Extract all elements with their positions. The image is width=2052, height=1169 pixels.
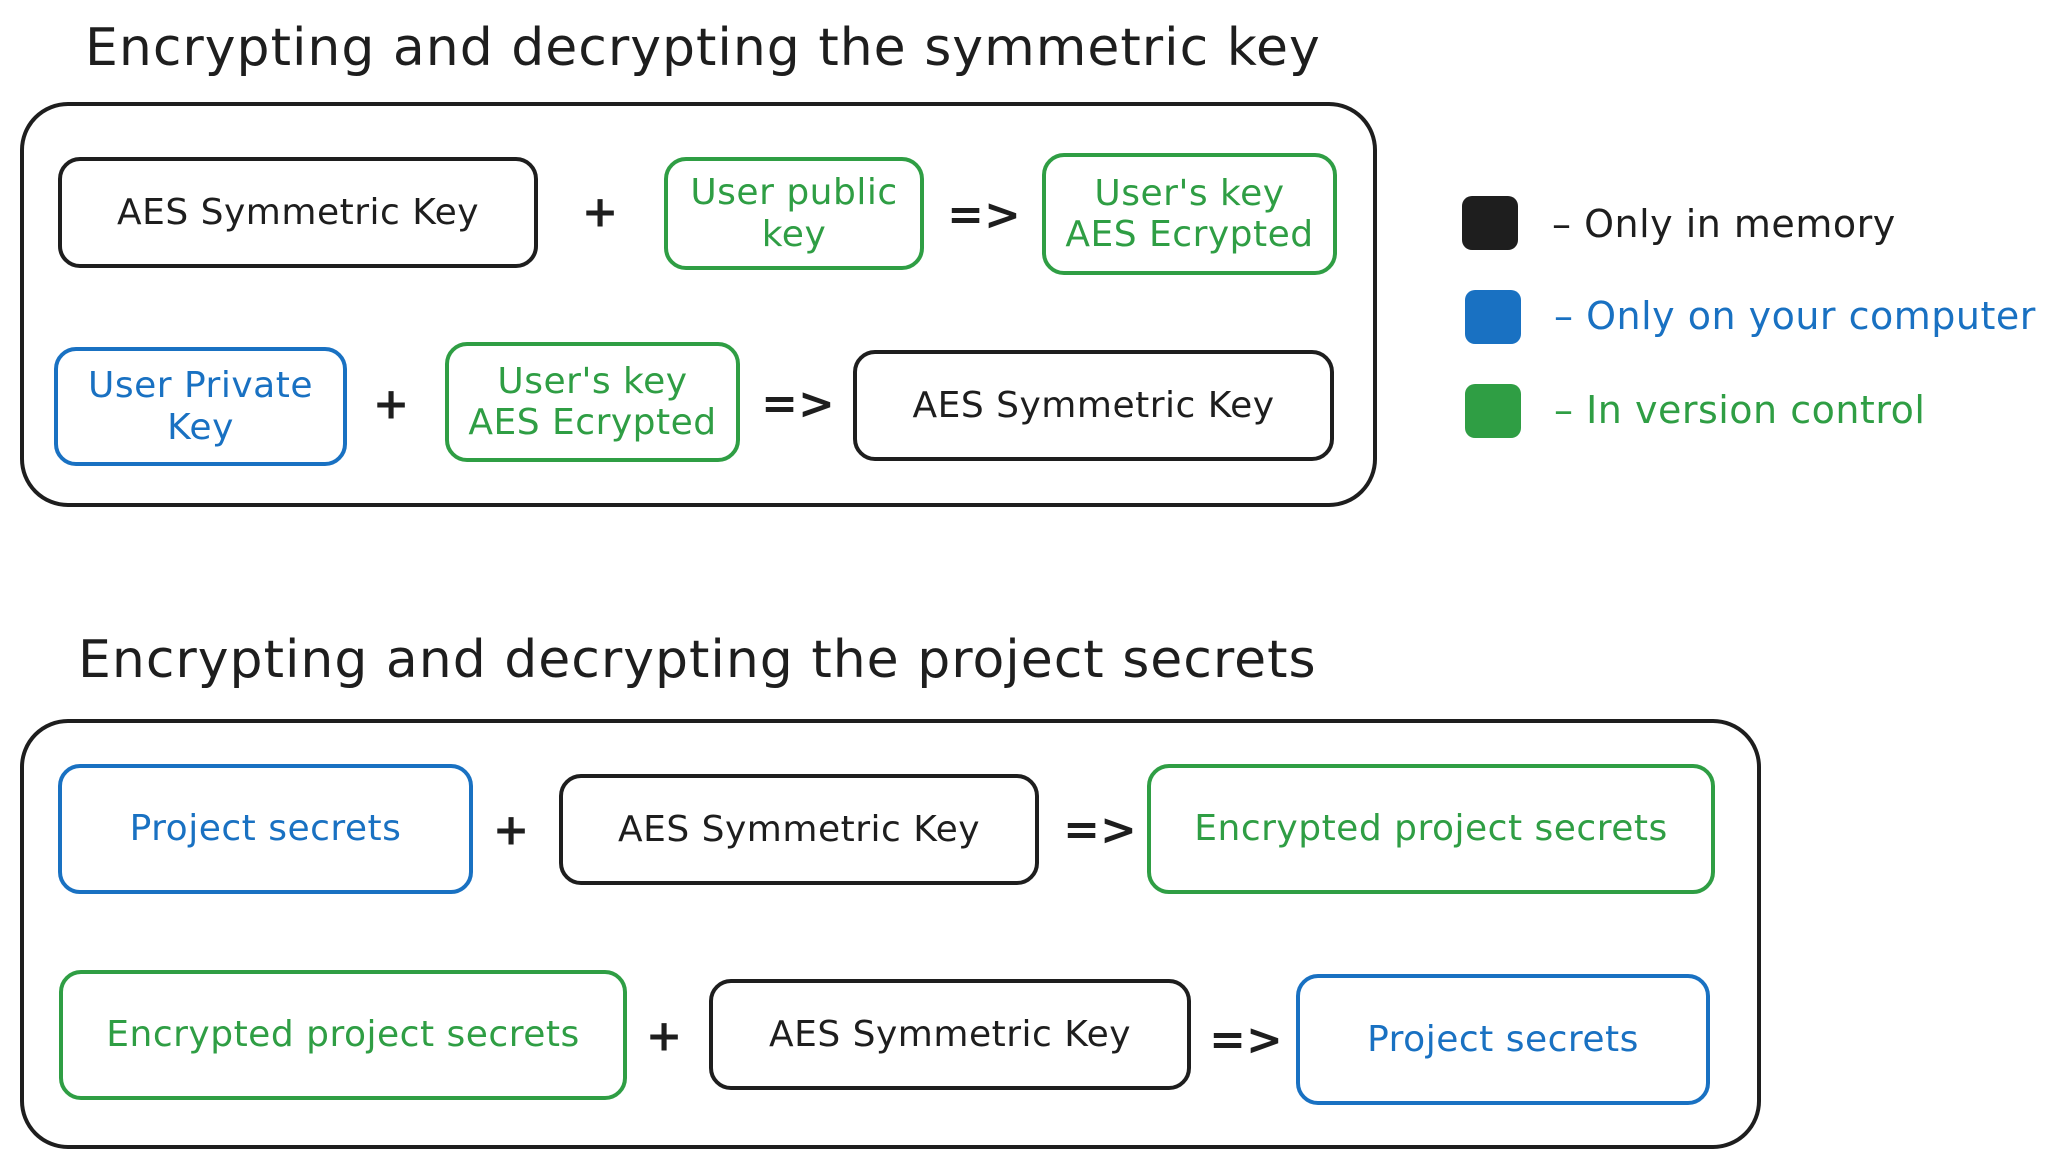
arrow-operator: => (947, 189, 1021, 241)
project-secrets-box: Project secrets (58, 764, 473, 894)
project-secrets-label: Project secrets (1367, 1018, 1639, 1060)
encrypted-project-secrets-label: Encrypted project secrets (106, 1014, 580, 1056)
legend-swatch-memory (1462, 196, 1518, 250)
users-key-encrypted-box: User's key AES Ecrypted (445, 342, 740, 462)
project-secrets-container (20, 719, 1761, 1149)
plus-operator: + (372, 378, 410, 430)
aes-key-label: AES Symmetric Key (912, 384, 1275, 426)
aes-key-label: AES Symmetric Key (768, 1013, 1132, 1055)
legend-label-version-control: – In version control (1554, 388, 1926, 432)
aes-key-label: AES Symmetric Key (617, 808, 981, 850)
aes-key-label: AES Symmetric Key (116, 191, 480, 233)
section1-title: Encrypting and decrypting the symmetric … (85, 18, 1321, 78)
users-key-encrypted-label: User's key AES Ecrypted (468, 360, 717, 443)
aes-key-box: AES Symmetric Key (58, 157, 538, 268)
encrypted-project-secrets-box: Encrypted project secrets (59, 970, 627, 1100)
plus-operator: + (645, 1010, 683, 1062)
legend-label-memory: – Only in memory (1552, 202, 1896, 246)
section2-title: Encrypting and decrypting the project se… (78, 630, 1317, 690)
legend-swatch-computer (1465, 290, 1521, 344)
plus-operator: + (581, 186, 619, 238)
user-public-key-box: User public key (664, 157, 924, 270)
user-private-key-box: User Private Key (54, 347, 347, 466)
aes-key-box: AES Symmetric Key (709, 979, 1191, 1090)
arrow-operator: => (1209, 1014, 1283, 1066)
encrypted-project-secrets-box: Encrypted project secrets (1147, 764, 1715, 894)
users-key-encrypted-label: User's key AES Ecrypted (1065, 172, 1314, 255)
plus-operator: + (492, 804, 530, 856)
project-secrets-box: Project secrets (1296, 974, 1710, 1105)
aes-key-box: AES Symmetric Key (559, 774, 1039, 885)
arrow-operator: => (1063, 804, 1137, 856)
project-secrets-label: Project secrets (129, 808, 402, 850)
arrow-operator: => (761, 378, 835, 430)
legend-label-computer: – Only on your computer (1554, 294, 2036, 338)
encrypted-project-secrets-label: Encrypted project secrets (1194, 808, 1668, 850)
user-public-key-label: User public key (690, 172, 898, 255)
legend-swatch-version-control (1465, 384, 1521, 438)
user-private-key-label: User Private Key (87, 365, 313, 448)
aes-key-box: AES Symmetric Key (853, 350, 1334, 461)
users-key-encrypted-box: User's key AES Ecrypted (1042, 153, 1337, 275)
symmetric-key-container (20, 102, 1377, 507)
